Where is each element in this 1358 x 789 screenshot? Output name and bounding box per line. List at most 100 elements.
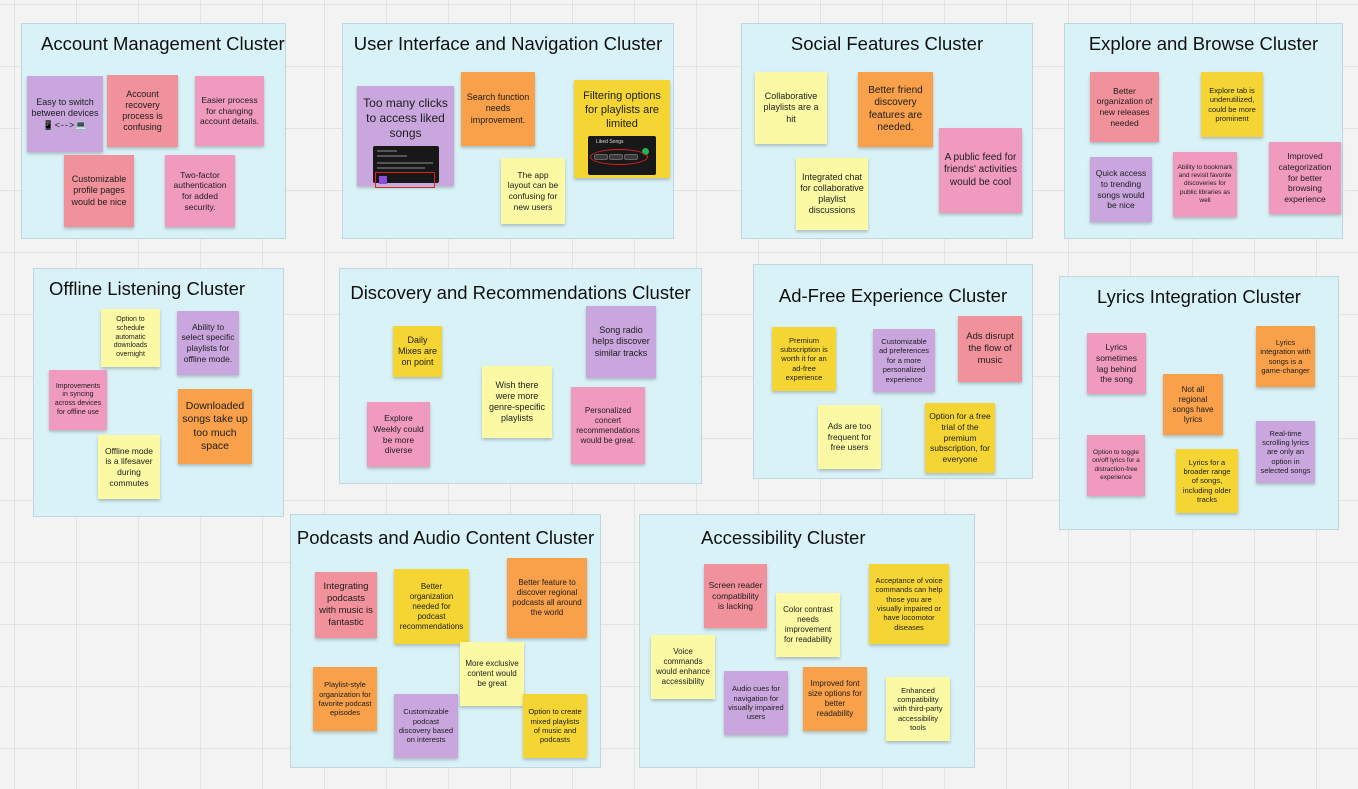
note-text: Real-time scrolling lyrics are only an o… [1260, 428, 1311, 476]
cluster-title: Accessibility Cluster [701, 527, 866, 548]
cluster-user-interface: User Interface and Navigation Cluster To… [342, 23, 674, 239]
sticky-note[interactable]: Option to toggle on/off lyrics for a dis… [1087, 435, 1145, 496]
sticky-note[interactable]: Option to create mixed playlists of musi… [523, 694, 587, 758]
note-text: Audio cues for navigation for visually i… [728, 684, 784, 722]
sticky-note[interactable]: Voice commands would enhance accessibili… [651, 635, 715, 699]
note-text: Search function needs improvement. [466, 92, 530, 125]
sticky-note[interactable]: Better friend discovery features are nee… [858, 72, 933, 147]
note-text: Two-factor authentication for added secu… [173, 169, 227, 212]
sticky-note[interactable]: Ability to bookmark and revisit favorite… [1173, 152, 1237, 217]
sticky-note[interactable]: Screen reader compatibility is lacking [704, 564, 767, 628]
sticky-note[interactable]: Downloaded songs take up too much space [178, 389, 252, 464]
note-text: Integrating podcasts with music is fanta… [319, 581, 373, 628]
note-text: Option to toggle on/off lyrics for a dis… [1092, 449, 1140, 481]
sticky-note[interactable]: Lyrics integration with songs is a game-… [1256, 326, 1315, 387]
sticky-note[interactable]: Lyrics for a broader range of songs, inc… [1176, 449, 1238, 513]
sticky-note[interactable]: Easy to switch between devices 📱<-->💻 [27, 76, 103, 152]
note-text: Ads are too frequent for free users [827, 421, 872, 453]
sticky-note[interactable]: Lyrics sometimes lag behind the song [1087, 333, 1146, 394]
note-text: Lyrics sometimes lag behind the song [1095, 342, 1138, 385]
sticky-note[interactable]: A public feed for friends' activities wo… [939, 128, 1022, 213]
cluster-title: User Interface and Navigation Cluster [353, 33, 663, 54]
note-text: Account recovery process is confusing [122, 88, 163, 133]
sticky-note[interactable]: Color contrast needs improvement for rea… [776, 593, 840, 657]
sticky-note[interactable]: Search function needs improvement. [461, 72, 535, 146]
note-text: Downloaded songs take up too much space [182, 400, 248, 452]
sticky-note[interactable]: Improvements in syncing across devices f… [49, 370, 107, 430]
note-text: Easier process for changing account deta… [199, 95, 260, 127]
sticky-note[interactable]: The app layout can be confusing for new … [501, 158, 565, 224]
note-text: Premium subscription is worth it for an … [780, 335, 828, 383]
sticky-note[interactable]: Explore Weekly could be more diverse [367, 402, 430, 467]
note-text: Customizable podcast discovery based on … [398, 707, 454, 745]
app-screenshot-image [372, 146, 439, 188]
note-text: Better feature to discover regional podc… [512, 578, 582, 617]
sticky-note[interactable]: Audio cues for navigation for visually i… [724, 671, 788, 735]
cluster-explore-browse: Explore and Browse Cluster Better organi… [1064, 23, 1343, 239]
sticky-note[interactable]: Filtering options for playlists are limi… [574, 80, 670, 178]
note-text: Not all regional songs have lyrics [1172, 384, 1214, 424]
sticky-note[interactable]: Improved categorization for better brows… [1269, 142, 1341, 214]
note-text: Option to create mixed playlists of musi… [528, 707, 582, 745]
cluster-title: Lyrics Integration Cluster [1097, 286, 1301, 307]
note-text: Quick access to trending songs would be … [1095, 168, 1147, 211]
cluster-social-features: Social Features Cluster Collaborative pl… [741, 23, 1033, 239]
cluster-accessibility: Accessibility Cluster Screen reader comp… [639, 514, 975, 768]
sticky-note[interactable]: Premium subscription is worth it for an … [772, 327, 836, 391]
note-text: Voice commands would enhance accessibili… [656, 647, 710, 686]
note-text: Explore Weekly could be more diverse [373, 413, 424, 456]
sticky-note[interactable]: More exclusive content would be great [460, 642, 524, 706]
note-text: Screen reader compatibility is lacking [708, 580, 763, 612]
sticky-note[interactable]: Wish there were more genre-specific play… [482, 366, 552, 438]
sticky-note[interactable]: Customizable ad preferences for a more p… [873, 329, 935, 392]
sticky-note[interactable]: Ability to select specific playlists for… [177, 311, 239, 375]
cluster-offline-listening: Offline Listening Cluster Option to sche… [33, 268, 284, 517]
sticky-note[interactable]: Option for a free trial of the premium s… [925, 403, 995, 473]
sticky-note[interactable]: Too many clicks to access liked songs [357, 86, 454, 188]
sticky-note[interactable]: Integrating podcasts with music is fanta… [315, 572, 377, 638]
cluster-title: Explore and Browse Cluster [1088, 33, 1319, 54]
note-text: Too many clicks to access liked songs [363, 96, 448, 140]
note-text: Song radio helps discover similar tracks [592, 325, 650, 358]
cluster-title: Podcasts and Audio Content Cluster [296, 527, 595, 548]
sticky-note[interactable]: Real-time scrolling lyrics are only an o… [1256, 421, 1315, 483]
sticky-note[interactable]: Not all regional songs have lyrics [1163, 374, 1223, 435]
sticky-note[interactable]: Integrated chat for collaborative playli… [796, 158, 868, 230]
sticky-note[interactable]: Explore tab is underutilized, could be m… [1201, 72, 1263, 137]
note-text: Acceptance of voice commands can help th… [875, 575, 943, 632]
cluster-lyrics-integration: Lyrics Integration Cluster Lyrics someti… [1059, 276, 1339, 530]
sticky-note[interactable]: Two-factor authentication for added secu… [165, 155, 235, 227]
sticky-note[interactable]: Enhanced compatibility with third-party … [886, 677, 950, 741]
sticky-note[interactable]: Customizable podcast discovery based on … [394, 694, 458, 758]
note-text: Offline mode is a lifesaver during commu… [104, 445, 154, 488]
note-text: Customizable profile pages would be nice [71, 174, 127, 207]
note-text: Personalized concert recommendations wou… [576, 405, 640, 445]
sticky-note[interactable]: Better organization of new releases need… [1090, 72, 1159, 142]
sticky-note[interactable]: Playlist-style organization for favorite… [313, 667, 377, 731]
note-text: Better organization needed for podcast r… [399, 581, 464, 631]
sticky-note[interactable]: Personalized concert recommendations wou… [571, 387, 645, 464]
sticky-note[interactable]: Option to schedule automatic downloads o… [101, 309, 160, 367]
note-text: A public feed for friends' activities wo… [943, 151, 1018, 188]
sticky-note[interactable]: Daily Mixes are on point [393, 326, 442, 377]
screenshot-label: Liked Songs [596, 139, 624, 146]
sticky-note[interactable]: Quick access to trending songs would be … [1090, 157, 1152, 222]
cluster-title: Discovery and Recommendations Cluster [350, 282, 691, 303]
sticky-note[interactable]: Improved font size options for better re… [803, 667, 867, 731]
sticky-note[interactable]: Easier process for changing account deta… [195, 76, 264, 146]
note-text: Filtering options for playlists are limi… [583, 90, 661, 130]
note-text: Daily Mixes are on point [397, 334, 437, 368]
sticky-note[interactable]: Offline mode is a lifesaver during commu… [98, 435, 160, 499]
sticky-note[interactable]: Acceptance of voice commands can help th… [869, 564, 949, 644]
note-text: Option for a free trial of the premium s… [929, 411, 991, 464]
sticky-note[interactable]: Ads disrupt the flow of music [958, 316, 1022, 382]
sticky-note[interactable]: Account recovery process is confusing [107, 75, 178, 147]
note-text: Improvements in syncing across devices f… [54, 382, 102, 416]
sticky-note[interactable]: Better organization needed for podcast r… [394, 569, 469, 644]
sticky-note[interactable]: Collaborative playlists are a hit [755, 72, 827, 144]
sticky-note[interactable]: Better feature to discover regional podc… [507, 558, 587, 638]
sticky-note[interactable]: Song radio helps discover similar tracks [586, 306, 656, 378]
cluster-ad-free-experience: Ad-Free Experience Cluster Premium subsc… [753, 264, 1033, 479]
sticky-note[interactable]: Ads are too frequent for free users [818, 405, 881, 469]
sticky-note[interactable]: Customizable profile pages would be nice [64, 155, 134, 227]
